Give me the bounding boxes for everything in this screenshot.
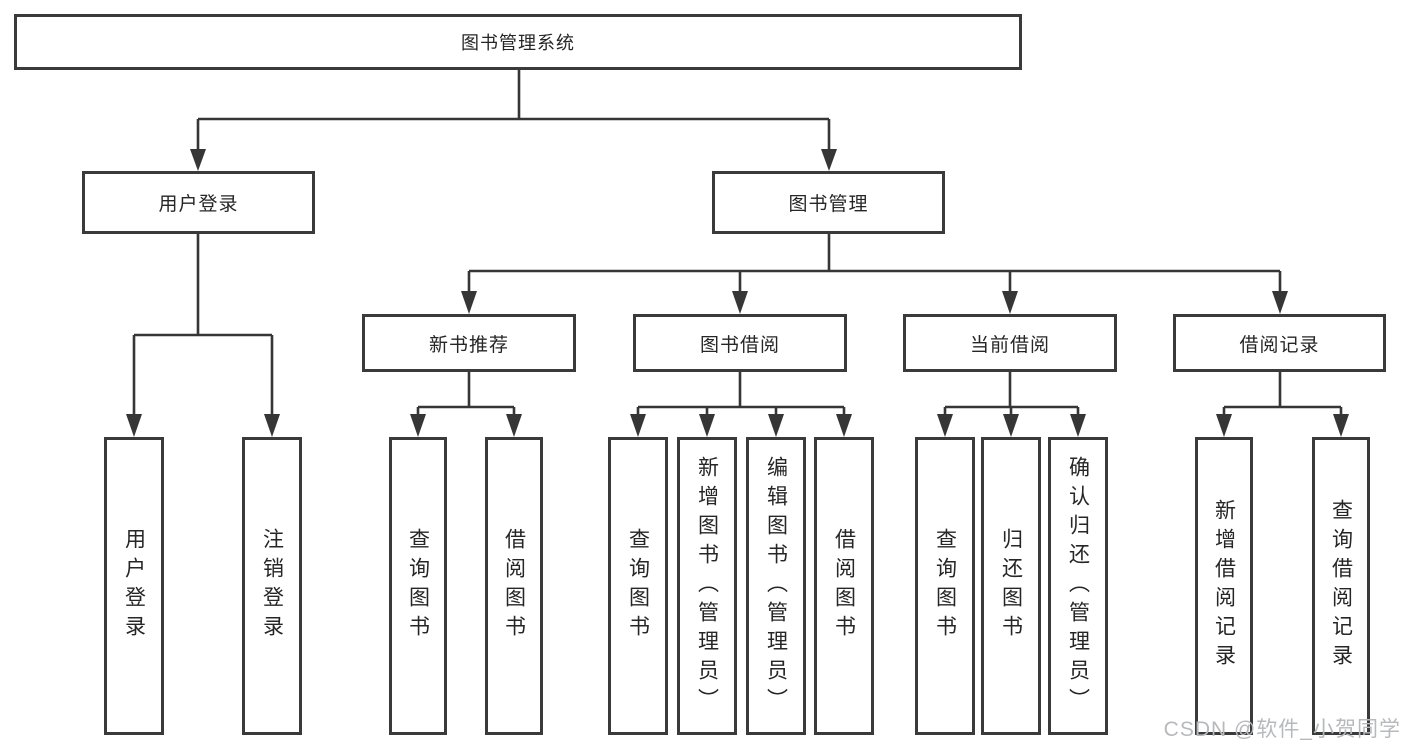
leaf-borrow-books: 借阅图书 (814, 437, 874, 735)
node-borrowing-records: 借阅记录 (1173, 314, 1386, 372)
leaf-logout: 注销登录 (242, 437, 302, 735)
node-label: 新增借阅记录 (1212, 499, 1236, 673)
leaf-return-books: 归还图书 (981, 437, 1041, 735)
node-label: 图书借阅 (699, 334, 780, 356)
leaf-add-book-admin: 新增图书（管理员） (677, 437, 737, 735)
node-label: 查询图书 (933, 528, 957, 644)
node-label: 查询图书 (406, 528, 430, 644)
leaf-borrow-books-recommend: 借阅图书 (485, 437, 543, 735)
node-label: 查询借阅记录 (1329, 499, 1353, 673)
node-label: 当前借阅 (969, 334, 1050, 356)
node-label: 编辑图书（管理员） (764, 455, 788, 717)
node-label: 图书管理 (788, 194, 869, 215)
node-label: 新书推荐 (428, 334, 509, 356)
node-label: 注销登录 (260, 528, 284, 644)
node-label: 借阅图书 (832, 528, 856, 644)
node-label: 确认归还（管理员） (1066, 455, 1090, 717)
node-label: 图书管理系统 (461, 33, 575, 53)
node-root: 图书管理系统 (14, 14, 1022, 70)
leaf-query-books-current: 查询图书 (915, 437, 975, 735)
node-book-management: 图书管理 (712, 171, 945, 234)
leaf-edit-book-admin: 编辑图书（管理员） (746, 437, 806, 735)
node-label: 用户登录 (122, 528, 146, 644)
node-book-borrowing: 图书借阅 (633, 314, 847, 372)
leaf-add-borrow-record: 新增借阅记录 (1195, 437, 1253, 735)
node-current-borrowing: 当前借阅 (903, 314, 1117, 372)
node-label: 借阅图书 (502, 528, 526, 644)
leaf-query-books-recommend: 查询图书 (389, 437, 447, 735)
leaf-user-login: 用户登录 (104, 437, 164, 735)
node-label: 新增图书（管理员） (695, 455, 719, 717)
leaf-query-borrow-record: 查询借阅记录 (1312, 437, 1370, 735)
node-label: 查询图书 (626, 528, 650, 644)
leaf-query-books-borrow: 查询图书 (608, 437, 668, 735)
node-label: 借阅记录 (1239, 334, 1320, 356)
node-new-book-recommend: 新书推荐 (362, 314, 576, 372)
leaf-confirm-return-admin: 确认归还（管理员） (1048, 437, 1108, 735)
node-label: 用户登录 (158, 194, 239, 215)
node-user-login: 用户登录 (82, 171, 315, 234)
node-label: 归还图书 (999, 528, 1023, 644)
